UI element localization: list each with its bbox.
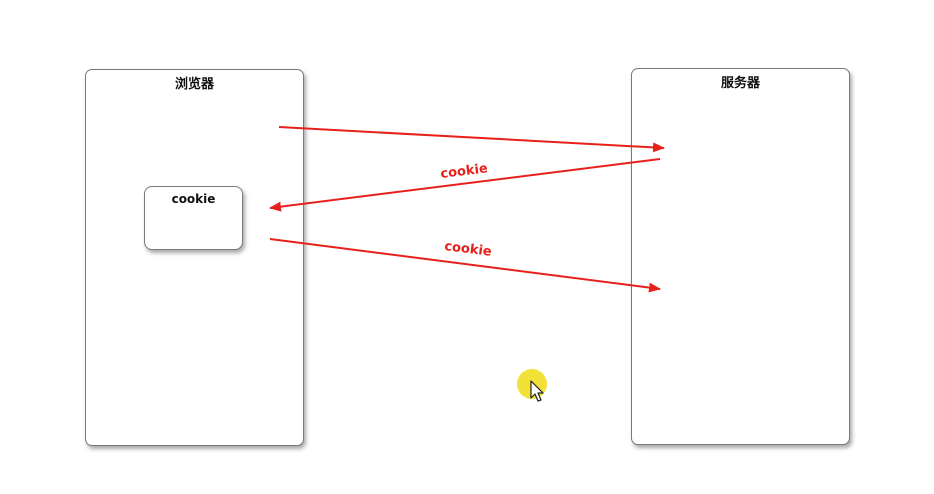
browser-box: 浏览器	[85, 69, 304, 446]
server-box: 服务器	[631, 68, 850, 445]
request-with-cookie-arrow	[269, 238, 661, 293]
server-title: 服务器	[720, 76, 760, 91]
response-cookie-label: cookie	[440, 161, 489, 182]
request-cookie-label: cookie	[444, 239, 493, 260]
cookie-store-box: cookie	[144, 186, 243, 250]
browser-title: 浏览器	[174, 77, 214, 92]
mouse-pointer-icon	[530, 380, 546, 409]
cookie-store-label: cookie	[171, 192, 216, 206]
request-arrow	[278, 126, 665, 153]
response-cookie-arrow	[269, 158, 661, 212]
